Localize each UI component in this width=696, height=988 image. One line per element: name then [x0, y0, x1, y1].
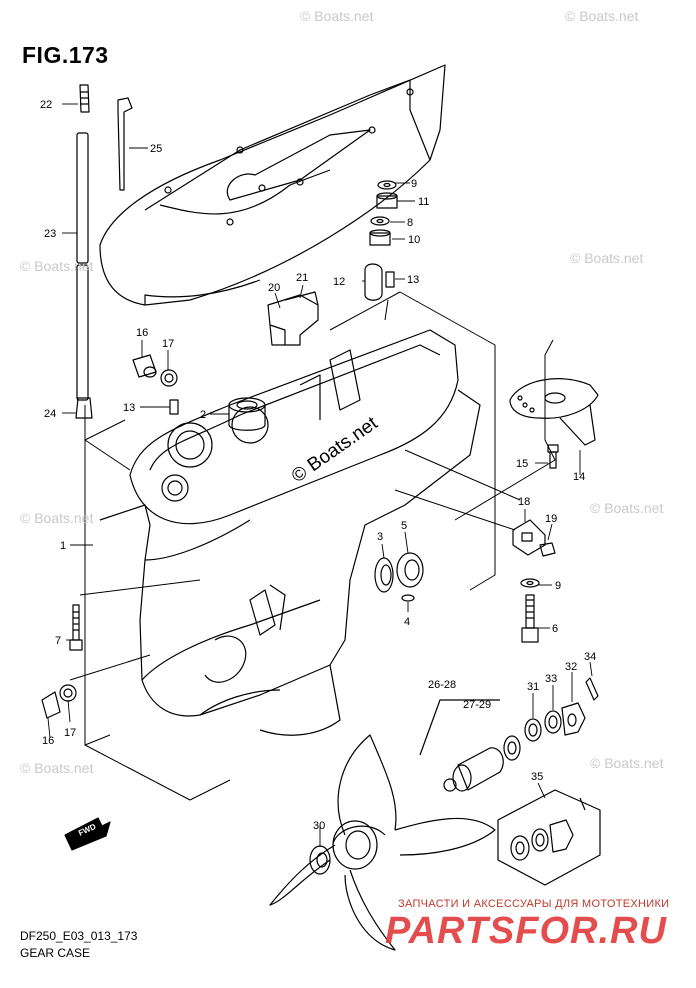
nuts-washers-upper	[369, 180, 398, 246]
figure-title: FIG.173	[22, 42, 109, 68]
part-number: 18	[518, 496, 530, 508]
boats-watermark: © Boats.net	[590, 500, 664, 516]
boats-watermark: © Boats.net	[20, 760, 94, 776]
part-number: 33	[545, 673, 557, 685]
bearing-3	[374, 552, 424, 602]
part-number: 16	[42, 735, 54, 747]
part-number: 15	[516, 458, 528, 470]
bolt-7	[69, 604, 83, 651]
part-number: 17	[162, 338, 174, 350]
boats-watermark: © Boats.net	[570, 250, 644, 266]
part-number: 6	[552, 623, 558, 635]
diagram-code: DF250_E03_013_173	[20, 929, 138, 943]
part-number: 4	[404, 616, 410, 628]
part-number: 32	[565, 661, 577, 673]
part-number: 25	[150, 143, 162, 155]
reference-box	[69, 291, 556, 801]
part-number: 20	[268, 282, 280, 294]
drive-shaft-23	[75, 84, 93, 419]
part-number: 10	[408, 234, 420, 246]
part-number: 30	[313, 820, 325, 832]
bushing-2	[228, 397, 266, 431]
part-number: 34	[584, 651, 596, 663]
part-number: 9	[555, 580, 561, 592]
leader-lines	[47, 103, 593, 847]
gear-case-body	[99, 329, 481, 736]
part-number: 23	[44, 228, 56, 240]
trim-tab-14	[509, 378, 599, 469]
bolt-6	[520, 578, 540, 643]
partsfor-logo: PARTSFOR.RU	[385, 910, 667, 952]
part-number: 19	[545, 513, 557, 525]
plug-16-lower	[41, 684, 77, 719]
part-number: 22	[40, 99, 52, 111]
boats-watermark: © Boats.net	[300, 8, 374, 24]
spacer-27-29	[419, 699, 521, 792]
part-numbers: 22 25 23 24 9 11 8 10 12 13 21 20 16 17 …	[40, 99, 596, 838]
part-number: 1	[60, 540, 66, 552]
part-number: 11	[418, 196, 429, 208]
fwd-arrow	[64, 817, 111, 851]
boats-watermark: © Boats.net	[565, 8, 639, 24]
part-number: 13	[407, 274, 419, 286]
part-number: 8	[407, 217, 413, 229]
part-number: 9	[411, 178, 417, 190]
part-number: 17	[64, 727, 76, 739]
boats-watermark: © Boats.net	[20, 258, 94, 274]
part-number: 31	[527, 681, 539, 693]
anode-18	[512, 519, 556, 557]
seal-12-13	[169, 263, 395, 415]
partsfor-tagline: ЗАПЧАСТИ И АКСЕССУАРЫ ДЛЯ МОТОТЕХНИКИ	[398, 898, 670, 910]
diagram-name: GEAR CASE	[20, 946, 91, 960]
propeller	[269, 734, 496, 951]
boats-watermark: © Boats.net	[20, 510, 94, 526]
part-number: 7	[55, 635, 61, 647]
part-number: 3	[377, 531, 383, 543]
part-number: 24	[44, 408, 56, 420]
nut-washers-31-33	[524, 677, 599, 742]
part-number: 35	[531, 771, 543, 783]
plate-20-21	[267, 291, 319, 346]
upper-cover	[99, 64, 446, 306]
part-number: 5	[401, 520, 407, 532]
part-number: 16	[136, 327, 148, 339]
boats-watermark: © Boats.net	[590, 755, 664, 771]
part-number: 26-28	[428, 679, 456, 691]
part-number: 14	[573, 471, 585, 483]
kit-35	[497, 789, 601, 886]
clip-25	[117, 97, 133, 191]
part-number: 2	[200, 409, 206, 421]
part-number: 21	[296, 272, 308, 284]
plug-16-upper	[132, 354, 178, 387]
part-number: 12	[333, 276, 345, 288]
part-number: 27-29	[463, 699, 491, 711]
part-number: 13	[123, 402, 135, 414]
